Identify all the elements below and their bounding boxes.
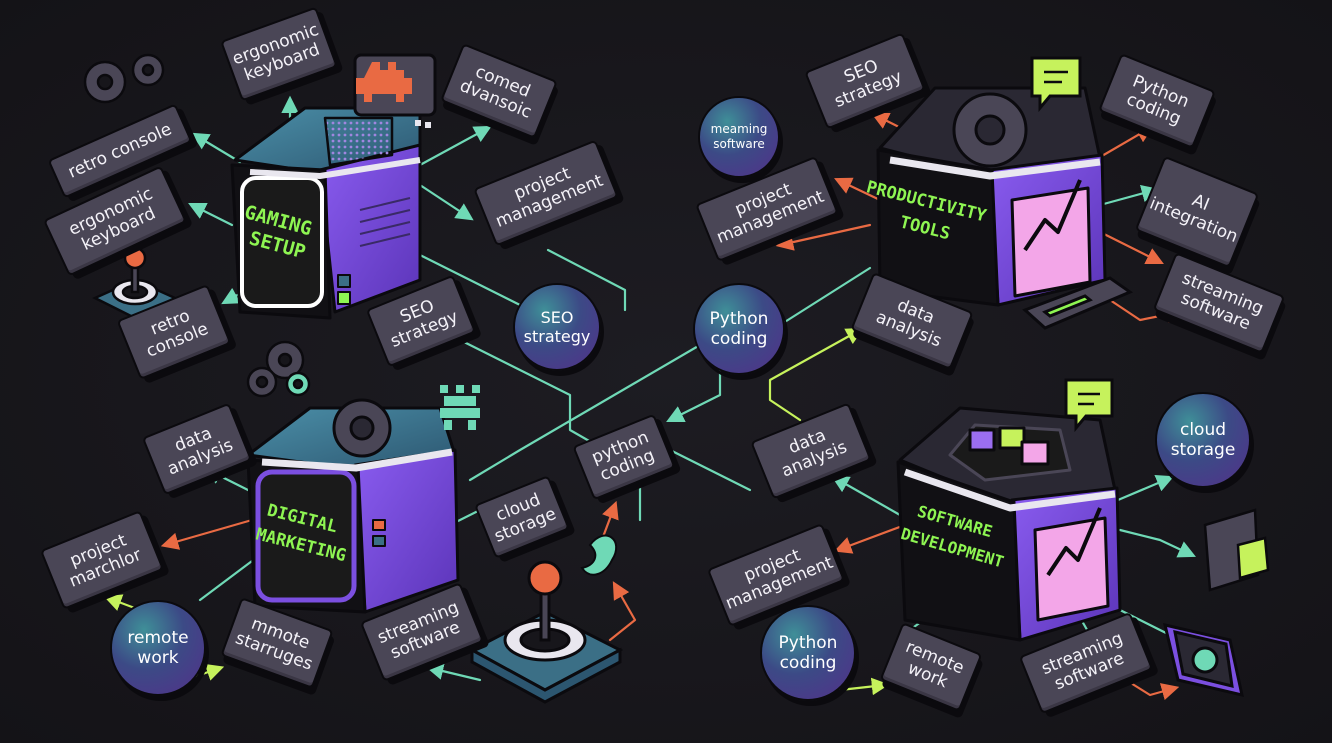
bubble-seo-strategy: SEO strategy xyxy=(513,283,601,371)
folder-chart-icon xyxy=(1010,179,1092,298)
bubble-remote-work: remote work xyxy=(110,600,206,696)
space-invader-icon xyxy=(353,53,437,128)
gear-icon xyxy=(246,340,311,398)
tablet-icon xyxy=(1162,622,1244,698)
arrow-prod-project2 xyxy=(775,223,872,251)
arrow-prod-ai xyxy=(1098,184,1160,207)
arrow-python-remote xyxy=(838,677,890,696)
gear-icon xyxy=(952,92,1028,168)
space-invader-icon xyxy=(440,385,480,430)
arrow-center-to-python-tag xyxy=(666,368,722,422)
arrow-mkt-remote xyxy=(198,553,262,602)
arrow-seo-to-mid xyxy=(546,248,627,312)
arrow-gaming-seo xyxy=(418,253,522,307)
arrow-python-to-productivity xyxy=(778,266,872,327)
arrow-joystick-leaf xyxy=(608,581,637,642)
arrow-center-data xyxy=(768,327,864,422)
arrow-soft-puzzle xyxy=(1118,528,1196,558)
arrow-gaming-retro-top xyxy=(191,132,242,164)
gear-icon xyxy=(332,398,392,458)
arrow-gaming-project xyxy=(418,183,474,221)
arrow-seo-python-left xyxy=(458,338,642,522)
bubble-python-coding-center: Python coding xyxy=(693,283,785,375)
gear-icon xyxy=(83,53,165,104)
bubble-meaming-software: meaming software xyxy=(698,96,780,178)
bubble-cloud-storage: cloud storage xyxy=(1155,392,1251,488)
bubble-python-coding-bottom: Python coding xyxy=(760,605,856,701)
puzzle-icon xyxy=(1203,508,1270,592)
folder-chart-icon xyxy=(1033,507,1110,622)
digital-marketing-cube xyxy=(246,398,460,614)
arrow-gaming-comed xyxy=(418,125,492,167)
joystick-icon xyxy=(92,246,178,320)
arrow-soft-data xyxy=(831,475,902,517)
leaf-icon xyxy=(580,534,618,576)
arrow-prod-python xyxy=(1093,125,1154,162)
cube-grid-icon xyxy=(948,423,1072,482)
arrow-soft-project xyxy=(833,523,907,554)
speech-bubble-icon xyxy=(1030,56,1082,113)
panel-slider-icon xyxy=(1022,276,1134,330)
arrow-prod-streaming xyxy=(1098,230,1164,264)
arrow-joystick-streaming xyxy=(425,662,482,682)
arrow-gaming-keyboard-left xyxy=(188,203,234,227)
arrow-python-center-marketing xyxy=(468,343,702,482)
speech-bubble-icon xyxy=(1064,378,1114,433)
productivity-tools-cube xyxy=(876,86,1107,307)
software-development-cube xyxy=(896,406,1122,642)
joystick-icon xyxy=(468,560,624,704)
gaming-setup-cube xyxy=(230,106,422,320)
arrow-mkt-project xyxy=(160,518,254,550)
arrow-soft-cloud xyxy=(1116,475,1175,502)
arrow-prod-project xyxy=(834,177,882,202)
